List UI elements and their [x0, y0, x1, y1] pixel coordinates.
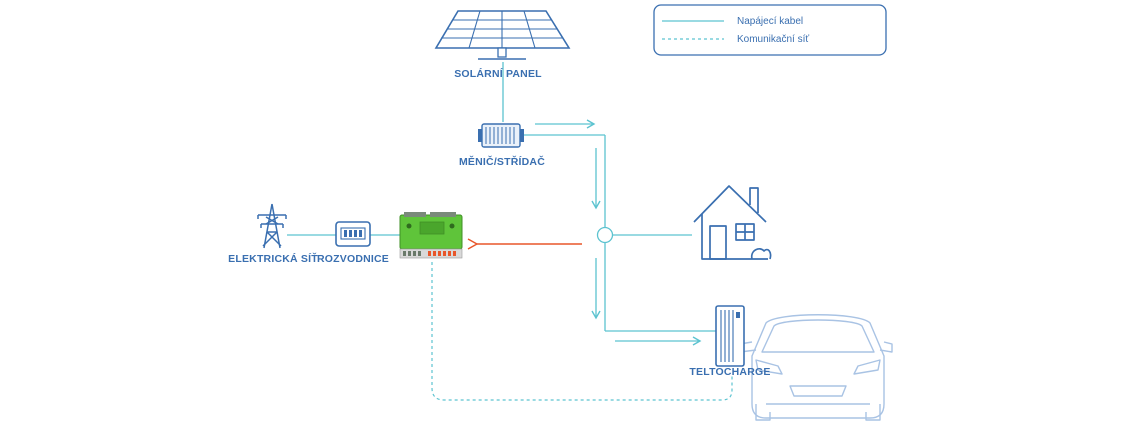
legend-power-label: Napájecí kabel: [737, 16, 803, 27]
inverter-label: MĚNIČ/STŘÍDAČ: [459, 155, 545, 168]
solar-panel-icon: [434, 10, 571, 60]
comm-line-controller-to-charger: [431, 262, 733, 401]
controller-device-icon: [399, 212, 463, 259]
charger-label: TELTOCHARGE: [689, 366, 770, 378]
charger-icon: [715, 305, 745, 367]
flow-arrows: [535, 119, 702, 346]
power-lines: [287, 62, 716, 332]
grid-label: ELEKTRICKÁ SÍŤ: [228, 252, 318, 265]
power-pylon-icon: [257, 203, 287, 249]
legend-box: [653, 4, 887, 56]
switchboard-label: ROZVODNICE: [317, 253, 389, 265]
solar-panel-label: SOLÁRNÍ PANEL: [454, 67, 542, 80]
junction-node: [596, 226, 614, 244]
legend: Napájecí kabel Komunikační síť: [653, 4, 887, 56]
car-icon: [739, 314, 893, 421]
switchboard-icon: [335, 221, 371, 247]
inverter-icon: [478, 123, 524, 148]
legend-comm-label: Komunikační síť: [737, 34, 809, 45]
house-icon: [693, 185, 772, 260]
